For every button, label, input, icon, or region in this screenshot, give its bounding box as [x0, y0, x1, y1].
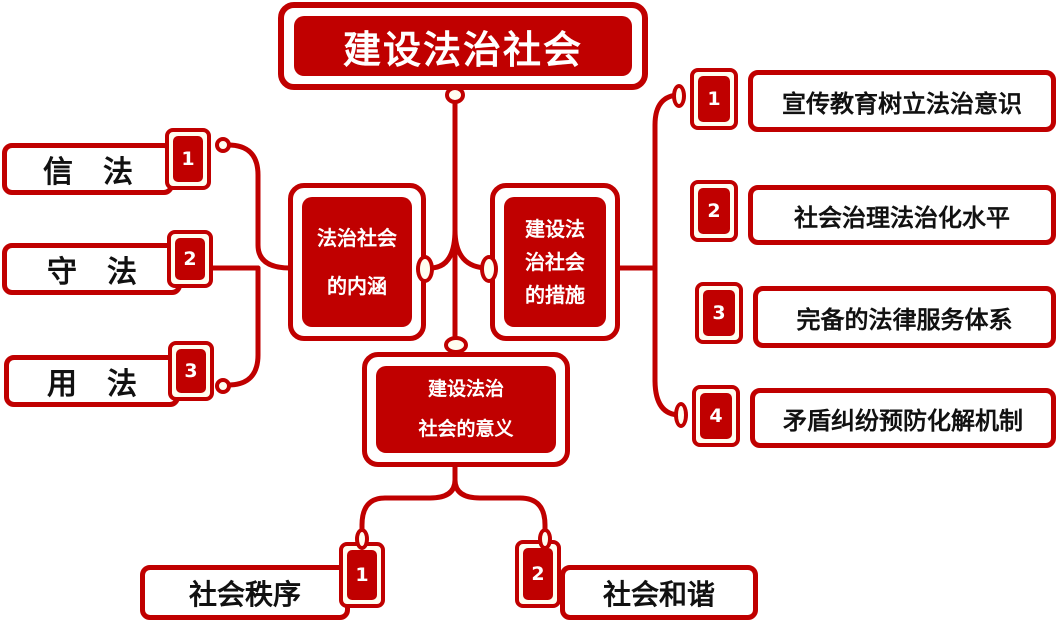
number-badge: 3 [168, 341, 214, 401]
number-badge-label: 3 [176, 349, 206, 393]
connotation-label-line2: 的内涵 [327, 274, 387, 298]
measures-label-line2: 治社会 [525, 249, 585, 274]
measures-knob [480, 255, 498, 283]
connector-knob [355, 528, 369, 550]
measures-label: 建设法 治社会 的措施 [504, 197, 606, 327]
significance-label-line2: 社会的意义 [418, 417, 514, 440]
connector-knob [672, 84, 686, 108]
connector-knob [674, 402, 688, 428]
significance-label: 建设法治 社会的意义 [376, 366, 556, 453]
title-knob [445, 86, 465, 104]
measures-item-text: 社会治理法治化水平 [794, 203, 1010, 232]
connector-knob [215, 137, 231, 153]
number-badge-label: 1 [347, 550, 377, 600]
measures-item-text: 完备的法律服务体系 [796, 305, 1013, 334]
number-badge: 4 [692, 385, 740, 447]
connotation-item-2: 守 法 [2, 243, 182, 295]
number-badge-label: 2 [698, 188, 730, 234]
connotation-item-text: 守 法 [47, 255, 137, 290]
significance-item-text: 社会和谐 [602, 577, 715, 611]
number-badge: 2 [515, 540, 561, 608]
number-badge: 1 [165, 128, 211, 190]
measures-bracket [652, 92, 683, 418]
connector-knob [538, 528, 552, 550]
significance-knob [444, 336, 468, 354]
significance-item-1: 社会秩序 [140, 565, 350, 620]
significance-node: 建设法治 社会的意义 [362, 352, 570, 467]
number-badge-label: 1 [173, 136, 203, 182]
title-node: 建设法治社会 [278, 2, 648, 90]
number-badge: 2 [690, 180, 738, 242]
measures-item-2: 社会治理法治化水平 [748, 185, 1056, 245]
measures-item-3: 完备的法律服务体系 [753, 286, 1056, 348]
measures-item-text: 宣传教育树立法治意识 [782, 89, 1022, 118]
connotation-label: 法治社会 的内涵 [302, 197, 412, 327]
measures-item-4: 矛盾纠纷预防化解机制 [750, 388, 1056, 448]
connotation-label-line1: 法治社会 [317, 226, 397, 250]
significance-stem [359, 459, 458, 543]
significance-label-line1: 建设法治 [427, 377, 504, 400]
number-badge: 1 [339, 542, 385, 608]
measures-node: 建设法 治社会 的措施 [490, 183, 620, 341]
measures-item-1: 宣传教育树立法治意识 [748, 70, 1056, 132]
number-badge: 3 [695, 282, 743, 344]
number-badge-label: 4 [700, 393, 732, 439]
number-badge-label: 1 [698, 76, 730, 122]
connotation-node: 法治社会 的内涵 [288, 183, 426, 341]
connotation-item-1: 信 法 [2, 143, 174, 195]
number-badge-label: 2 [523, 548, 553, 600]
connotation-item-3: 用 法 [4, 355, 180, 407]
connotation-knob [416, 255, 434, 283]
measures-label-line3: 的措施 [525, 282, 585, 307]
connotation-bracket [225, 142, 293, 388]
number-badge: 1 [690, 68, 738, 130]
significance-stem-right [452, 477, 548, 543]
title-label: 建设法治社会 [294, 16, 632, 76]
connotation-item-text: 信 法 [43, 155, 133, 190]
connotation-item-text: 用 法 [47, 367, 137, 402]
number-badge: 2 [167, 230, 213, 288]
significance-item-2: 社会和谐 [560, 565, 758, 620]
significance-item-text: 社会秩序 [188, 577, 301, 611]
connector-knob [215, 378, 231, 394]
measures-item-text: 矛盾纠纷预防化解机制 [783, 406, 1023, 435]
number-badge-label: 3 [703, 290, 735, 336]
trunk-to-connotation [427, 227, 458, 271]
number-badge-label: 2 [175, 238, 205, 280]
measures-label-line1: 建设法 [525, 216, 585, 241]
